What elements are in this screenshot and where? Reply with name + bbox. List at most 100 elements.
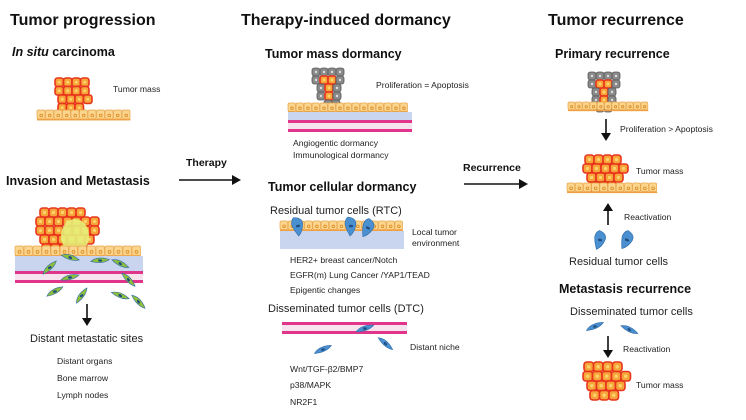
cell-nucleus [624,238,630,242]
cell-nucleus [89,250,94,254]
cell-nucleus [614,374,618,378]
cell-nucleus [115,113,120,118]
rtc-title: Residual tumor cells (RTC) [270,205,402,217]
cell-nucleus [365,226,371,230]
cell-nucleus [569,186,573,191]
cell-nucleus [126,277,130,282]
cell-nucleus [635,105,639,109]
cell-nucleus [118,262,123,266]
cell-nucleus [380,224,385,229]
cell-nucleus [634,186,639,191]
migrating-cell [111,259,130,268]
cell-nucleus [362,327,367,330]
cell-nucleus [83,219,88,224]
cell-nucleus [603,166,608,171]
cell-nucleus [594,90,598,94]
cell-nucleus [606,105,610,109]
dormancy-note: Angiogentic dormancy [293,138,379,148]
migrating-cell [355,324,375,333]
vessel-wall [282,331,407,334]
vessel-wall [282,322,407,325]
cell-nucleus [330,78,334,82]
cell-nucleus [590,384,594,388]
cell-nucleus [606,74,610,78]
metastasis-tumor-mass-illustration [582,361,632,401]
cell-nucleus [47,266,52,270]
cell-nucleus [584,105,588,109]
invasion-illustration [14,207,146,309]
cell-nucleus [44,250,49,254]
cell-nucleus [362,106,366,110]
cell-nucleus [322,70,326,74]
cell-nucleus [595,374,599,378]
cell-nucleus [610,98,614,102]
proliferation-greater-label: Proliferation > Apoptosis [620,124,713,134]
cell-nucleus [92,228,97,233]
cell-nucleus [306,224,311,229]
cell-nucleus [643,186,647,191]
cell-nucleus [77,97,81,101]
cell-nucleus [612,166,617,171]
cell-nucleus [56,113,61,118]
primary-mass-label: Tumor mass [636,166,684,176]
cell-nucleus [335,86,339,90]
arrow-up-icon [603,203,613,225]
distant-item: Bone marrow [57,373,109,383]
cell-nucleus [51,210,56,215]
cell-nucleus [596,157,601,162]
dormancy-title: Therapy-induced dormancy [241,12,451,29]
cell-nucleus [38,228,43,233]
residual-tumor-cell [621,230,634,250]
cell-nucleus [606,82,610,86]
cell-nucleus [68,276,72,279]
cell-nucleus [68,256,73,260]
cell-nucleus [643,105,647,109]
cell-nucleus [323,224,327,229]
vessel-lumen [15,274,143,280]
migrating-cell [313,345,332,354]
arrow-down-icon [82,304,92,326]
cell-nucleus [626,186,631,191]
migrating-cell [620,325,639,334]
cell-nucleus [346,106,350,110]
rtc-illustration [279,216,404,249]
cell-nucleus [60,106,64,110]
cell-nucleus [47,113,52,118]
dtc-item: p38/MAPK [290,380,332,390]
cell-nucleus [92,219,97,224]
cell-nucleus [616,175,621,180]
cell-nucleus [338,78,342,82]
cell-nucleus [627,328,632,332]
migrating-cell [76,287,88,304]
cell-nucleus [570,105,574,109]
mass-dormancy-title: Tumor mass dormancy [265,47,402,61]
cell-nucleus [370,106,374,110]
dormancy-note: Immunological dormancy [293,150,389,160]
basement-line [37,118,131,121]
cellular-dormancy-title: Tumor cellular dormancy [268,180,417,194]
migrating-cell [585,322,604,331]
cell-nucleus [397,224,401,229]
cell-nucleus [295,224,301,228]
cell-nucleus [614,74,618,78]
rtc-item: HER2+ breast cancer/Notch [290,255,398,265]
cell-nucleus [402,106,406,110]
cell-nucleus [590,74,594,78]
distant-niche-label: Distant niche [410,342,460,352]
cell-nucleus [614,82,618,86]
cell-nucleus [125,250,130,254]
cell-nucleus [118,294,123,298]
cell-nucleus [134,250,139,254]
cell-nucleus [124,113,129,118]
cell-nucleus [90,113,95,118]
cell-nucleus [331,224,336,229]
dtc-title: Disseminated tumor cells (DTC) [268,303,424,315]
cell-nucleus [83,89,87,93]
cell-nucleus [605,157,610,162]
cell-nucleus [71,250,76,254]
proliferation-equals-label: Proliferation = Apoptosis [376,80,469,90]
cell-nucleus [53,250,58,254]
cell-nucleus [585,166,590,171]
recurrence-title: Tumor recurrence [548,12,684,29]
arrow-down-icon [601,119,611,141]
